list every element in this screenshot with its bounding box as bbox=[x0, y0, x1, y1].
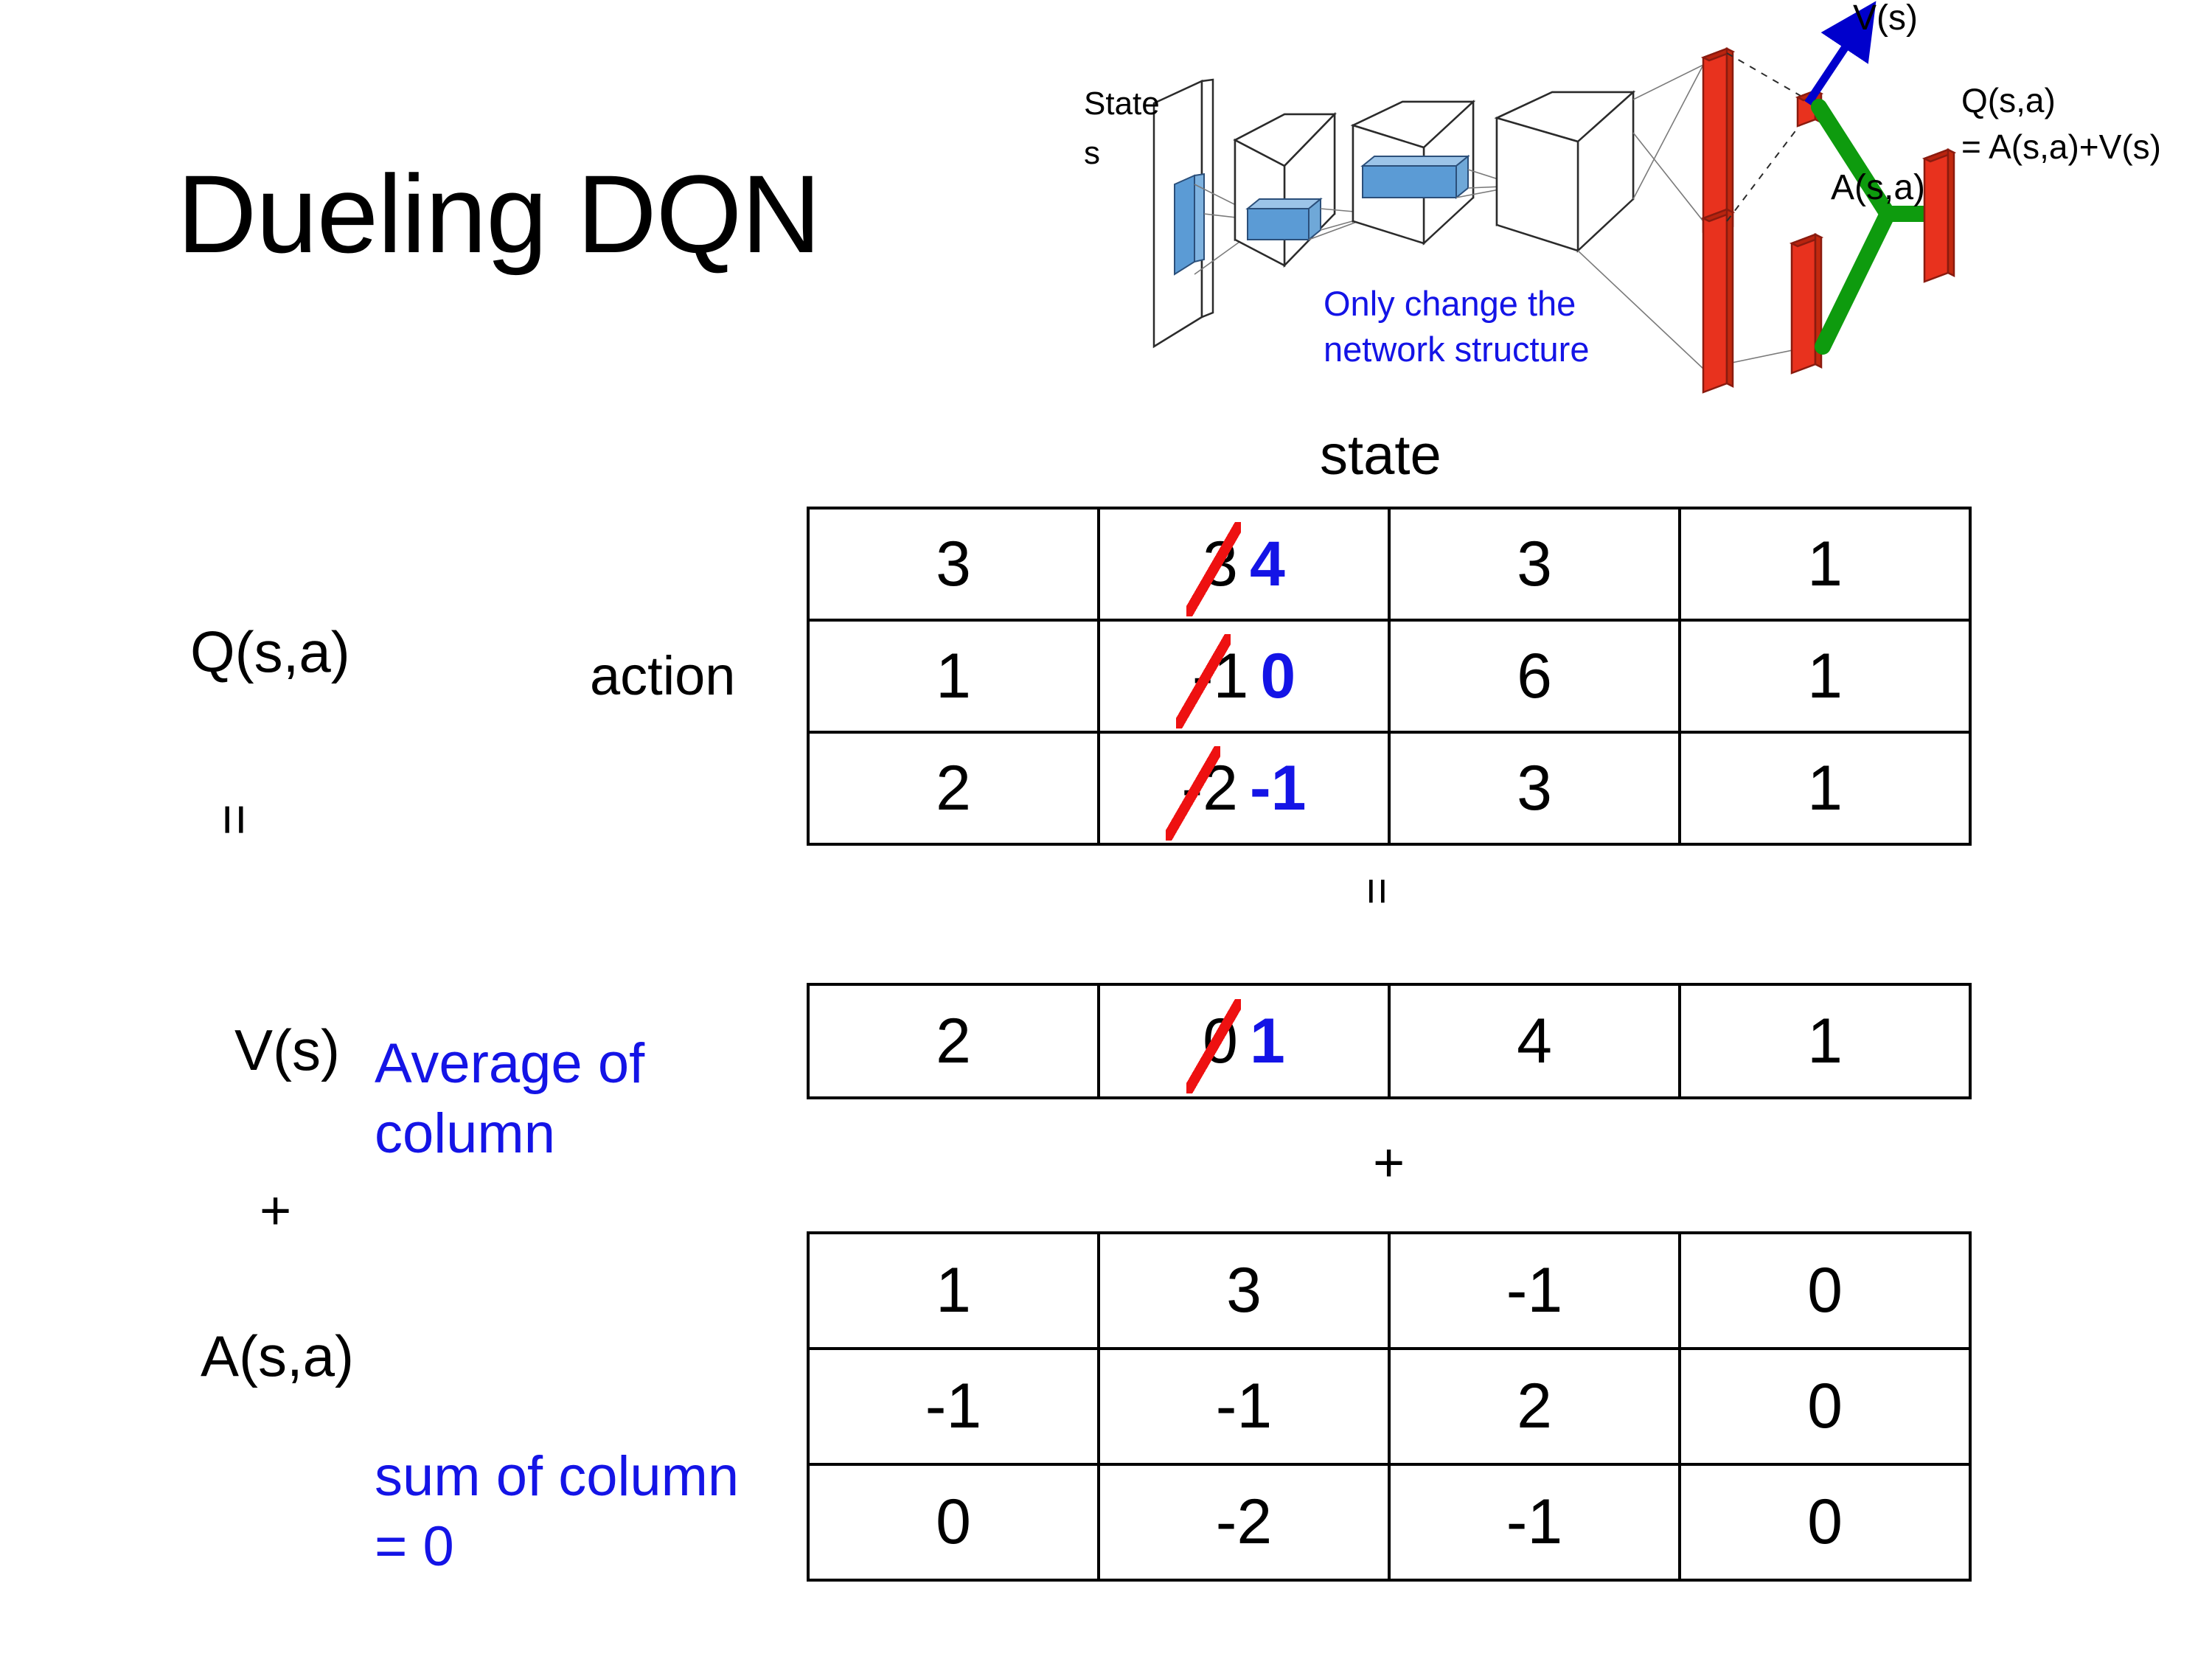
table-cell: 0 bbox=[1678, 1347, 1972, 1466]
table-cell: 2 bbox=[807, 731, 1100, 846]
label-a-function: A(s,a) bbox=[201, 1324, 355, 1388]
page-title: Dueling DQN bbox=[177, 152, 821, 276]
table-cell: 6 bbox=[1388, 619, 1681, 734]
corrected-value: 1 bbox=[1250, 1005, 1285, 1077]
table-cell: 3 bbox=[1097, 1231, 1391, 1350]
table-cell: -1 bbox=[1388, 1463, 1681, 1582]
table-cell: -1 bbox=[1388, 1231, 1681, 1350]
table-cell: 1 bbox=[1678, 507, 1972, 622]
diagram-state-label-line2: s bbox=[1084, 135, 1100, 171]
struck-value: 0 bbox=[1186, 998, 1241, 1093]
struck-value: 3 bbox=[1186, 521, 1241, 616]
note-sum-of-column: sum of column = 0 bbox=[375, 1445, 740, 1578]
struck-value: -2 bbox=[1165, 745, 1238, 841]
corrected-value: 0 bbox=[1260, 640, 1296, 712]
equals-sign-left: = bbox=[204, 804, 265, 836]
diagram-advantage-head-label: A(s,a) bbox=[1831, 168, 1925, 207]
table-cell: 1 bbox=[807, 619, 1100, 734]
table-cell: 1 bbox=[1678, 731, 1972, 846]
diagram-state-label-line1: State bbox=[1084, 86, 1160, 122]
label-q-function: Q(s,a) bbox=[190, 619, 350, 684]
axis-label-action: action bbox=[590, 645, 736, 706]
dueling-network-diagram: State s Only change the network structur… bbox=[1084, 0, 2212, 413]
diagram-output-label-line2: = A(s,a)+V(s) bbox=[1961, 128, 2161, 166]
diagram-note-line2: network structure bbox=[1324, 330, 1589, 369]
table-cell: 0 bbox=[1678, 1463, 1972, 1582]
table-cell: 0 bbox=[1678, 1231, 1972, 1350]
table-cell: -1 bbox=[1097, 1347, 1391, 1466]
equals-sign-center: = bbox=[1351, 877, 1404, 905]
plus-sign-center: + bbox=[1373, 1132, 1405, 1193]
table-cell: -1 bbox=[807, 1347, 1100, 1466]
table-cell: 3 bbox=[1388, 731, 1681, 846]
table-cell: 3 bbox=[807, 507, 1100, 622]
table-cell: 1 bbox=[1678, 619, 1972, 734]
struck-value: -1 bbox=[1175, 633, 1249, 728]
note-average-of-column: Average of column bbox=[375, 1032, 645, 1165]
label-v-function: V(s) bbox=[234, 1018, 340, 1082]
diagram-output-label-line1: Q(s,a) bbox=[1961, 81, 2056, 119]
table-cell: 1 bbox=[1678, 983, 1972, 1099]
axis-label-state: state bbox=[1320, 424, 1441, 487]
corrected-value: -1 bbox=[1250, 752, 1307, 824]
table-cell: 2 bbox=[1388, 1347, 1681, 1466]
corrected-value: 4 bbox=[1250, 528, 1285, 599]
table-cell: 3 bbox=[1388, 507, 1681, 622]
diagram-note-line1: Only change the bbox=[1324, 284, 1576, 323]
table-cell: -2 bbox=[1097, 1463, 1391, 1582]
diagram-value-head-label: V(s) bbox=[1853, 0, 1918, 38]
table-cell: 1 bbox=[807, 1231, 1100, 1350]
plus-sign-left: + bbox=[260, 1180, 292, 1241]
table-cell: 0 bbox=[807, 1463, 1100, 1582]
table-cell: -2-1 bbox=[1097, 731, 1391, 846]
table-cell: 2 bbox=[807, 983, 1100, 1099]
table-cell: 4 bbox=[1388, 983, 1681, 1099]
